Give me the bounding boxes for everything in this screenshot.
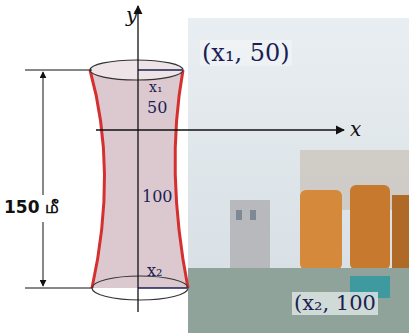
axis-label: x [348, 118, 363, 140]
photo-ground [188, 268, 409, 333]
point-label: (x₂, 100 [292, 292, 378, 315]
dimension-tick [25, 70, 92, 71]
tower-edge [175, 70, 188, 288]
point-label: (x₁, 50) [200, 40, 292, 66]
tower-edge [90, 70, 105, 288]
axis-label: y [124, 4, 139, 26]
photo-tank [300, 190, 342, 270]
dimension-line [43, 222, 44, 286]
height-label: 100 [140, 188, 175, 206]
photo-window [236, 210, 242, 220]
x-axis [96, 129, 344, 130]
radius-line [138, 287, 187, 289]
height-label: 50 [145, 99, 169, 117]
y-axis [137, 6, 138, 312]
bottom-ellipse [92, 276, 188, 300]
photo-sky [188, 18, 409, 333]
top-ellipse [90, 60, 183, 80]
radius-label: x₂ [145, 262, 164, 280]
tower-body [90, 70, 188, 288]
photo-tank [350, 185, 390, 270]
dimension-label: 150 மீ [2, 198, 61, 217]
photo-tank [392, 195, 409, 270]
photo-window [250, 210, 256, 220]
radius-label: x₁ [147, 80, 165, 95]
radius-line [138, 69, 182, 71]
photo-building [230, 200, 270, 270]
dimension-line [43, 72, 44, 195]
dimension-tick [25, 288, 92, 289]
